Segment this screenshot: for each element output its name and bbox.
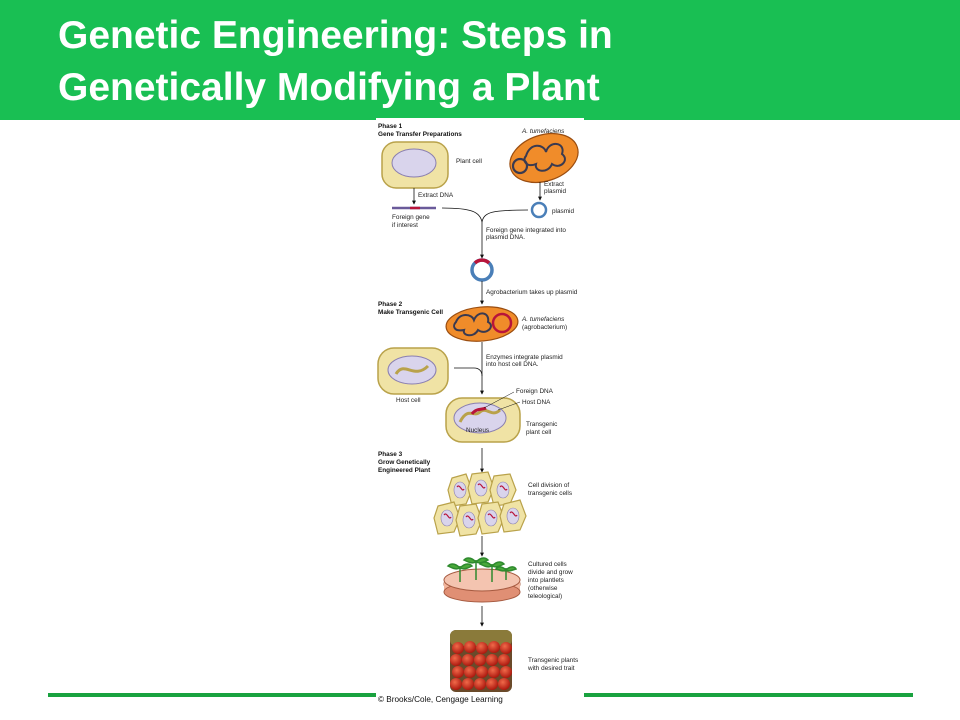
division-label-1: Cell division of (528, 482, 569, 489)
dividing-cell-cluster (433, 471, 527, 537)
phase3-name-1: Grow Genetically (378, 459, 431, 466)
phase2-name: Make Transgenic Cell (378, 309, 443, 316)
plants-label-1: Transgenic plants (528, 657, 578, 664)
extract-plasmid-label-2: plasmid (544, 188, 566, 195)
agrobacterium-cell (509, 132, 579, 184)
enzymes-label-1: Enzymes integrate plasmid (486, 354, 563, 361)
bottom-rule-right (582, 693, 913, 697)
plants-label-2: with desired trait (527, 665, 575, 672)
transgenic-label-1: Transgenic (526, 421, 558, 428)
phase1-name: Gene Transfer Preparations (378, 131, 462, 138)
genetic-modification-diagram: Phase 1 Gene Transfer Preparations Plant… (376, 118, 584, 708)
petri-dish-plantlets (443, 557, 521, 603)
host-cell (377, 347, 449, 395)
cultured-label-2: divide and grow (528, 569, 573, 576)
plant-cell (381, 141, 449, 189)
enzymes-label-2: into host cell DNA. (486, 361, 539, 368)
foreign-gene-label-1: Foreign gene (392, 214, 430, 221)
extract-plasmid-label-1: Extract (544, 181, 564, 188)
integrated-label-2: plasmid DNA. (486, 234, 525, 241)
host-cell-label: Host cell (396, 397, 421, 404)
leader-host-dna (497, 401, 521, 411)
transgenic-plant-cell (445, 397, 521, 443)
copyright-credit: © Brooks/Cole, Cengage Learning (378, 695, 503, 704)
nucleus-label: Nucleus (466, 427, 489, 434)
phase3-name-2: Engineered Plant (378, 467, 431, 474)
foreign-gene-label-2: if interest (392, 222, 418, 229)
phase2-label: Phase 2 (378, 301, 403, 308)
plasmid-ring (530, 201, 548, 219)
a-tumefaciens-label: A. tumefaciens (521, 128, 565, 135)
cultured-label-3: into plantlets (528, 577, 564, 584)
agrobacterium-with-plasmid (445, 306, 519, 342)
integrated-label-1: Foreign gene integrated into (486, 227, 566, 234)
leader-foreign-dna (483, 391, 515, 409)
slide-title: Genetic Engineering: Steps in Geneticall… (58, 10, 918, 114)
recombinant-plasmid (470, 258, 494, 282)
transgenic-label-2: plant cell (526, 429, 551, 436)
plasmid-label: plasmid (552, 208, 574, 215)
title-line-2: Genetically Modifying a Plant (58, 66, 600, 109)
host-dna-label: Host DNA (522, 399, 551, 406)
title-bar: Genetic Engineering: Steps in Geneticall… (0, 0, 960, 120)
division-label-2: transgenic cells (528, 490, 572, 497)
foreign-dna-label: Foreign DNA (516, 388, 554, 395)
phase1-label: Phase 1 (378, 123, 403, 130)
a-tumefaciens-label-2: A. tumefaciens (521, 316, 565, 323)
takes-up-label: Agrobacterium takes up plasmid (486, 289, 578, 296)
agrobacterium-label: (agrobacterium) (522, 324, 567, 331)
cultured-label-5: teleological) (528, 593, 562, 600)
bottom-rule-left (48, 693, 378, 697)
cultured-label-4: (otherwise (528, 585, 558, 592)
transgenic-tomato-photo (450, 630, 512, 692)
plant-cell-label: Plant cell (456, 158, 482, 165)
cultured-label-1: Cultured cells (528, 561, 567, 568)
title-line-1: Genetic Engineering: Steps in (58, 14, 613, 57)
extract-dna-label: Extract DNA (418, 192, 454, 199)
phase3-label: Phase 3 (378, 451, 403, 458)
